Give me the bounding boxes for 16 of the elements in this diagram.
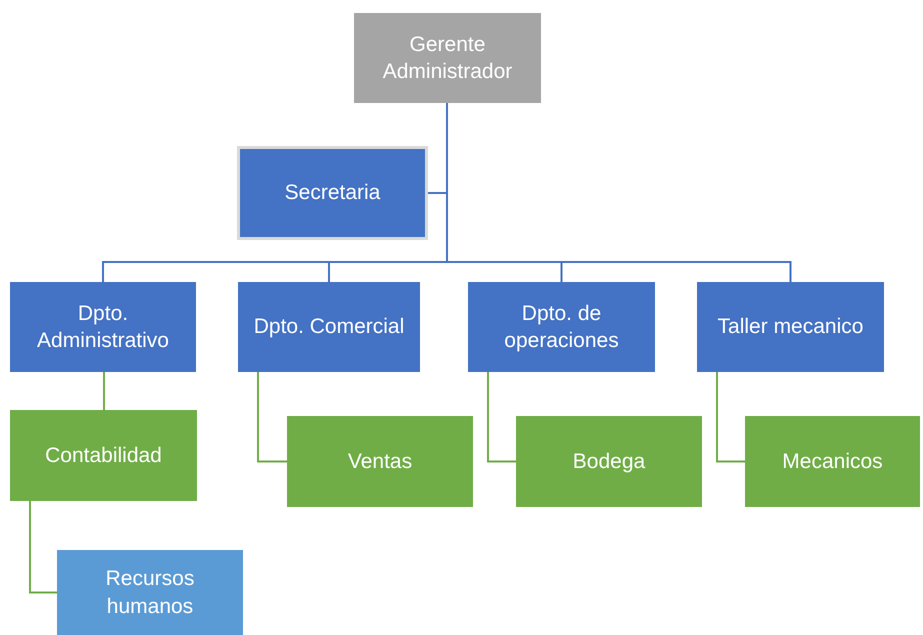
org-box: Taller mecanico <box>697 282 884 372</box>
org-box: Dpto. de operaciones <box>468 282 655 372</box>
connector-line <box>29 501 57 594</box>
connector-line <box>103 372 105 410</box>
org-box: Mecanicos <box>745 416 920 507</box>
connector-line <box>487 372 516 462</box>
org-box: Bodega <box>516 416 702 507</box>
org-box: Ventas <box>287 416 473 507</box>
org-box: Recursos humanos <box>57 550 243 635</box>
org-box: Contabilidad <box>10 410 197 501</box>
org-box: Dpto. Administrativo <box>10 282 196 372</box>
org-box: Gerente Administrador <box>354 13 541 103</box>
org-box: Secretaria <box>237 146 428 240</box>
connector-line <box>716 372 745 462</box>
connector-line <box>257 372 287 462</box>
org-box: Dpto. Comercial <box>238 282 420 372</box>
